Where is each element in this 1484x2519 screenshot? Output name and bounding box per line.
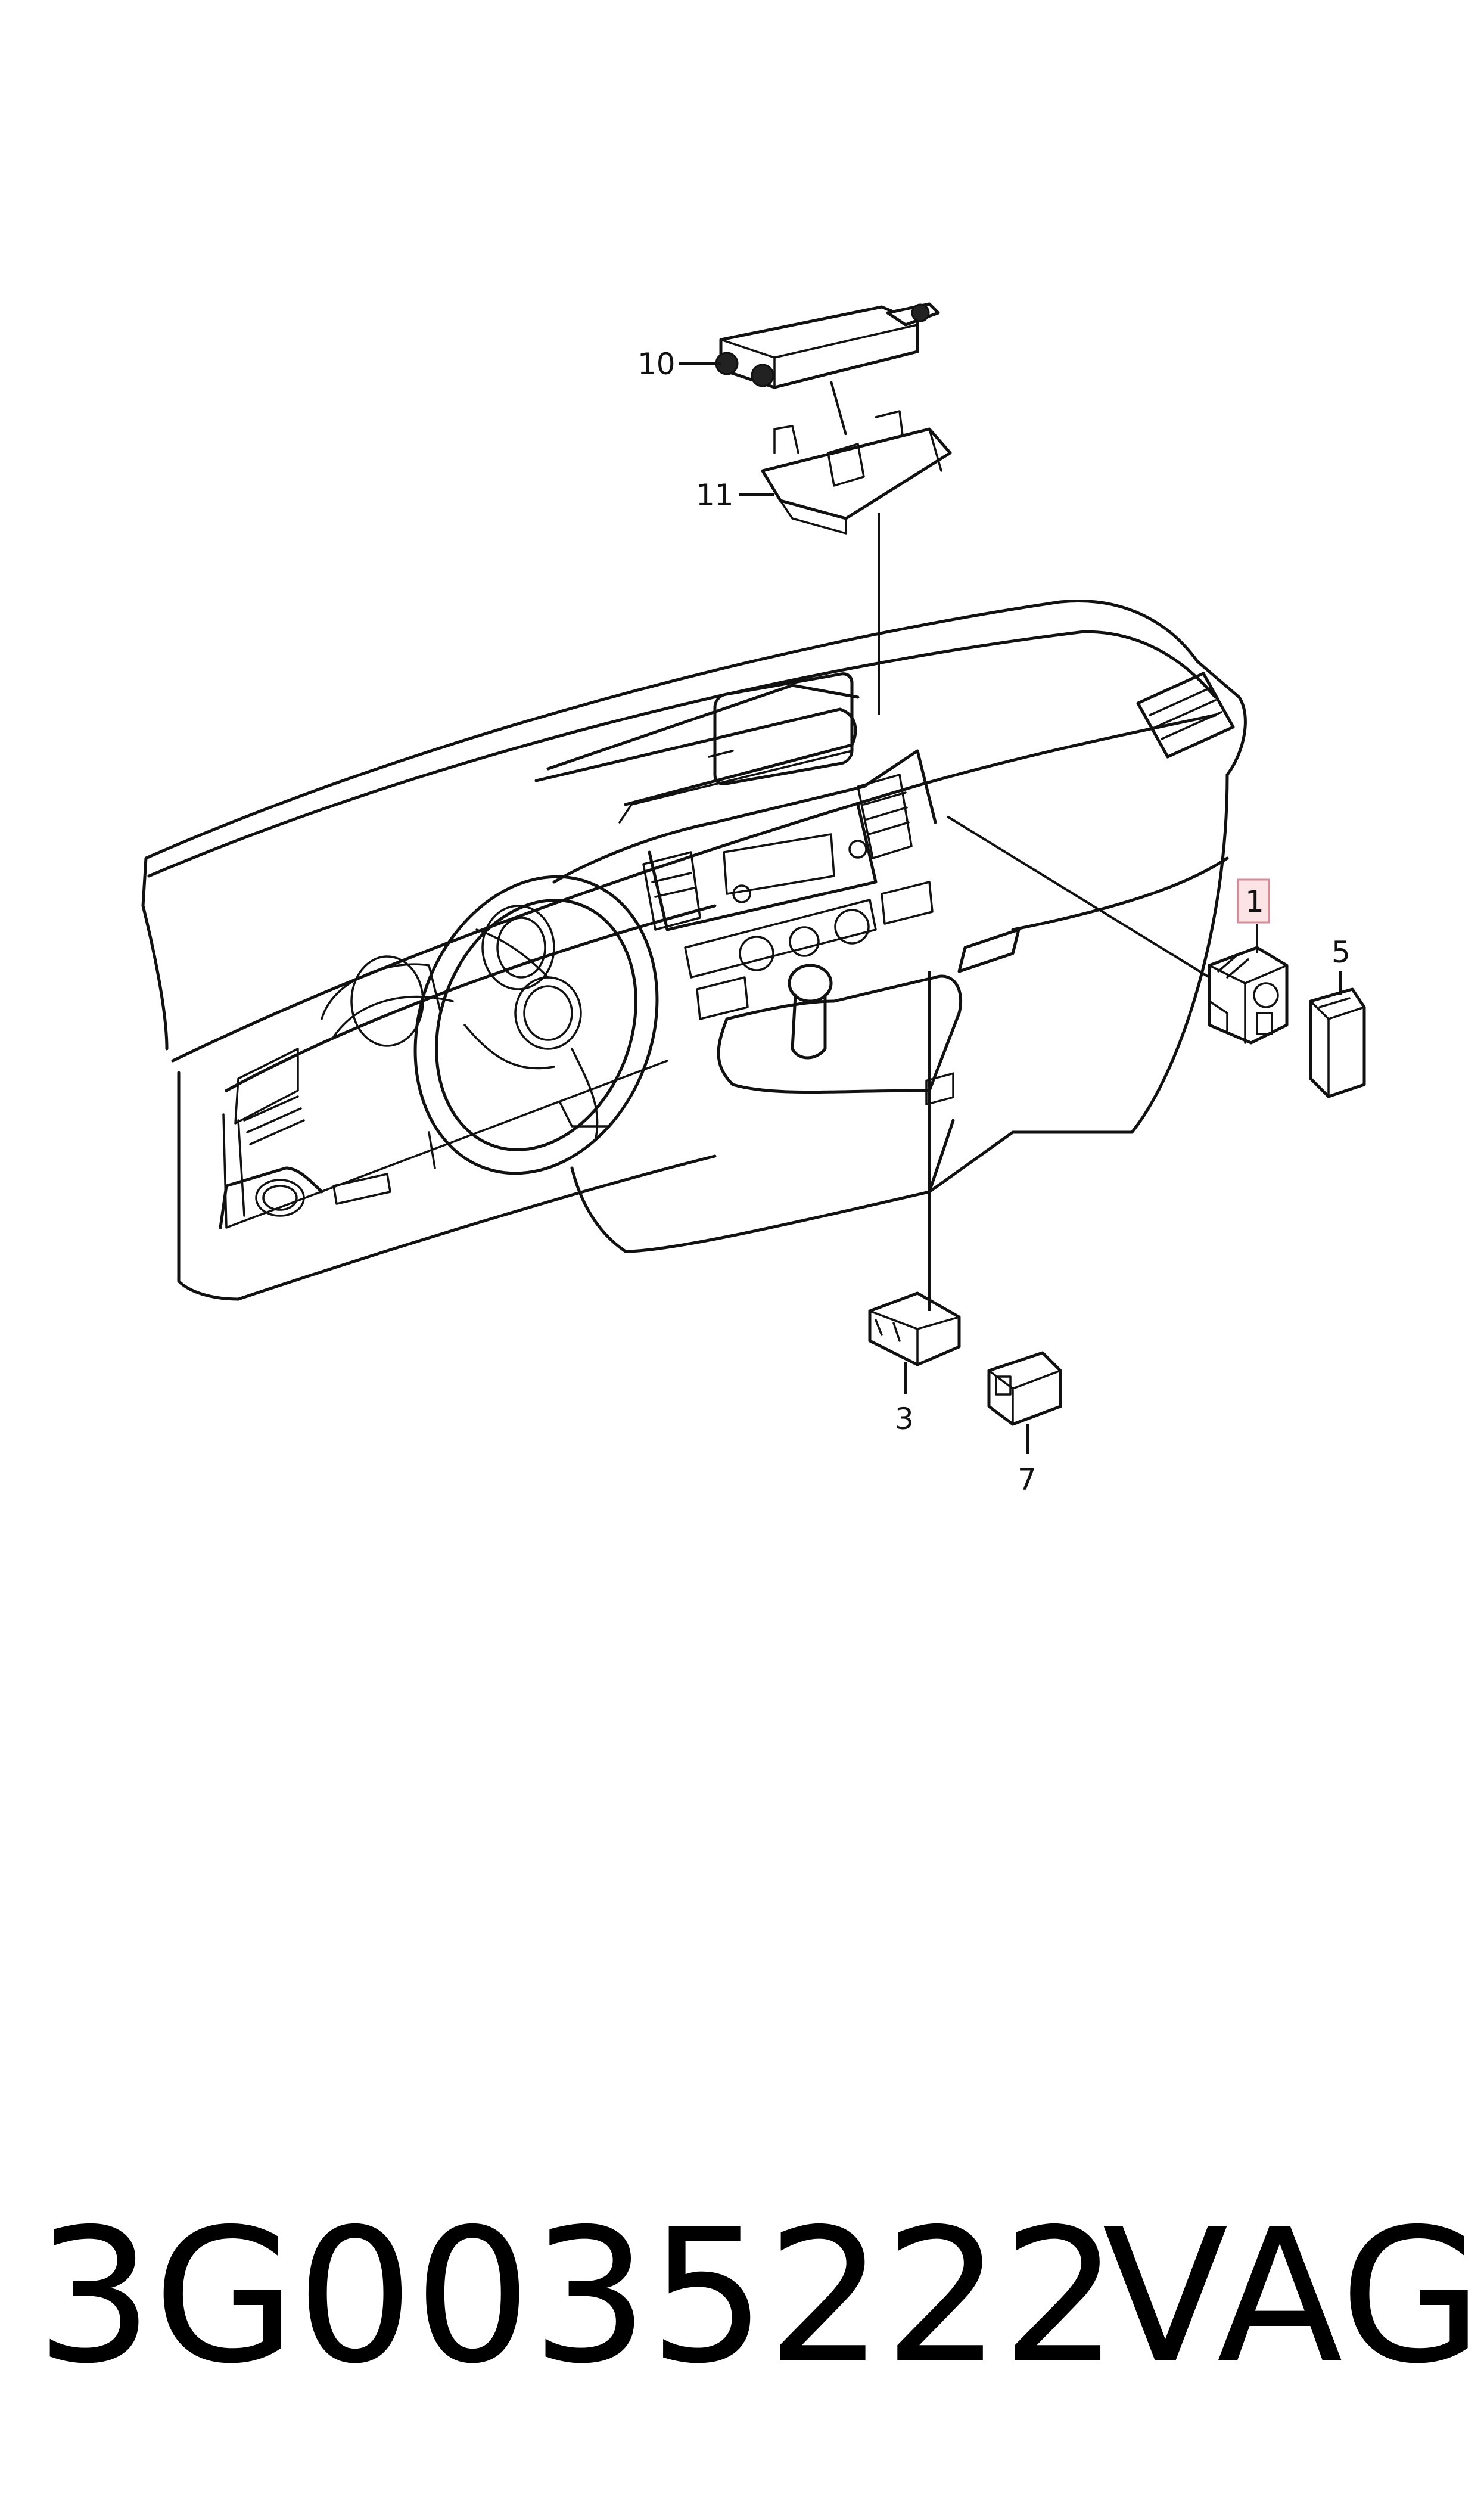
part-10-control-unit[interactable] — [715, 302, 940, 389]
callout-10[interactable]: 10 — [637, 347, 676, 381]
brand-label: VAG — [1102, 2189, 1483, 2405]
part-1-socket[interactable] — [1208, 946, 1289, 1045]
callout-3[interactable]: 3 — [895, 1402, 914, 1436]
leader-lines — [679, 362, 1342, 1454]
callout-5[interactable]: 5 — [1331, 935, 1351, 970]
dashboard-illustration — [141, 600, 1247, 1301]
callout-11[interactable]: 11 — [696, 478, 734, 513]
part-number-label: 3G0035222 — [36, 2189, 1119, 2405]
callout-1[interactable]: 1 — [1245, 884, 1264, 919]
part-3-switch[interactable] — [868, 1072, 961, 1366]
part-11-bracket[interactable] — [761, 410, 952, 535]
callout-1-highlight — [1237, 878, 1270, 924]
callout-7[interactable]: 7 — [1018, 1462, 1037, 1497]
part-5-cover[interactable] — [1309, 987, 1366, 1098]
part-7-blank[interactable] — [987, 1351, 1062, 1426]
